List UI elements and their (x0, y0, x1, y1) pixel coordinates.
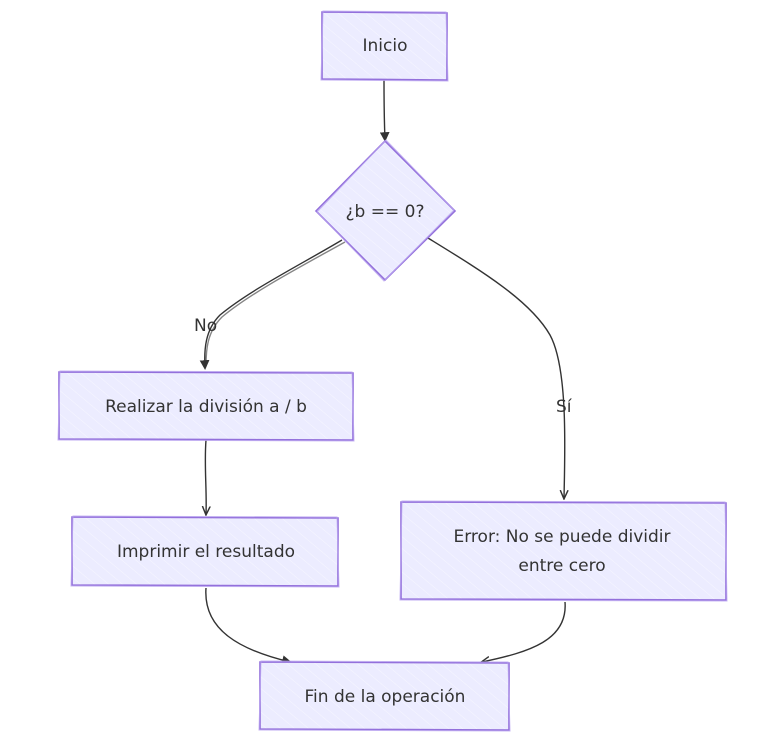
edge-divide-to-print (205, 439, 206, 514)
node-error-label-line1: Error: No se puede dividir (454, 527, 671, 547)
edge-start-to-decision (379, 79, 390, 142)
node-end-label: Fin de la operación (305, 687, 466, 707)
node-error: Error: No se puede dividir entre cero (399, 500, 728, 602)
node-decision-label: ¿b == 0? (346, 202, 425, 222)
edge-print-to-end (205, 587, 292, 665)
edge-decision-to-divide (199, 239, 343, 370)
edge-label-yes: Sí (556, 397, 573, 417)
node-decision: ¿b == 0? (314, 139, 457, 282)
node-end: Fin de la operación (258, 660, 511, 732)
node-divide-label: Realizar la división a / b (105, 397, 307, 417)
edge-decision-to-divide-sketch (205, 241, 346, 367)
node-start-label: Inicio (363, 36, 408, 56)
edges (199, 79, 566, 665)
edge-error-to-end (482, 601, 566, 662)
node-print-label: Imprimir el resultado (117, 542, 295, 562)
edge-label-no: No (194, 316, 217, 336)
node-start: Inicio (320, 10, 449, 82)
node-error-label-line2: entre cero (518, 556, 605, 576)
edge-decision-to-error (427, 237, 565, 498)
node-print: Imprimir el resultado (70, 515, 340, 588)
node-divide: Realizar la división a / b (57, 370, 355, 442)
